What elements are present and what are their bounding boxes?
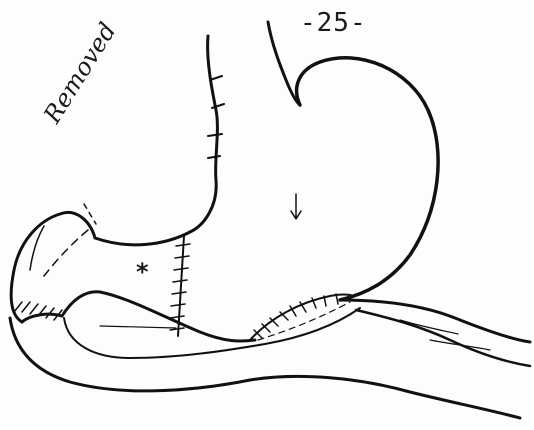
suture-ticks-stump [14, 302, 62, 320]
efferent-loop-upper [340, 300, 530, 342]
efferent-loop-lower [356, 310, 530, 366]
stomach-lesser-curvature [95, 232, 190, 245]
removed-section-dashed-line [44, 230, 88, 276]
direction-arrow-icon [291, 194, 301, 219]
anastomosis-mark: * [136, 258, 149, 286]
esophagus-left-wall [190, 36, 217, 232]
stomach-greater-curvature [297, 58, 439, 300]
page-number: -25- [300, 8, 367, 38]
inner-junction-detail [100, 326, 176, 328]
jejunum-lower-edge [10, 318, 520, 418]
jejunum-inner-lower [64, 308, 360, 358]
suture-line-anastomosis [250, 295, 354, 341]
suture-line-vertical [178, 236, 184, 336]
suture-ticks-anastomosis [254, 294, 338, 338]
duodenal-stump-outline [11, 212, 95, 322]
